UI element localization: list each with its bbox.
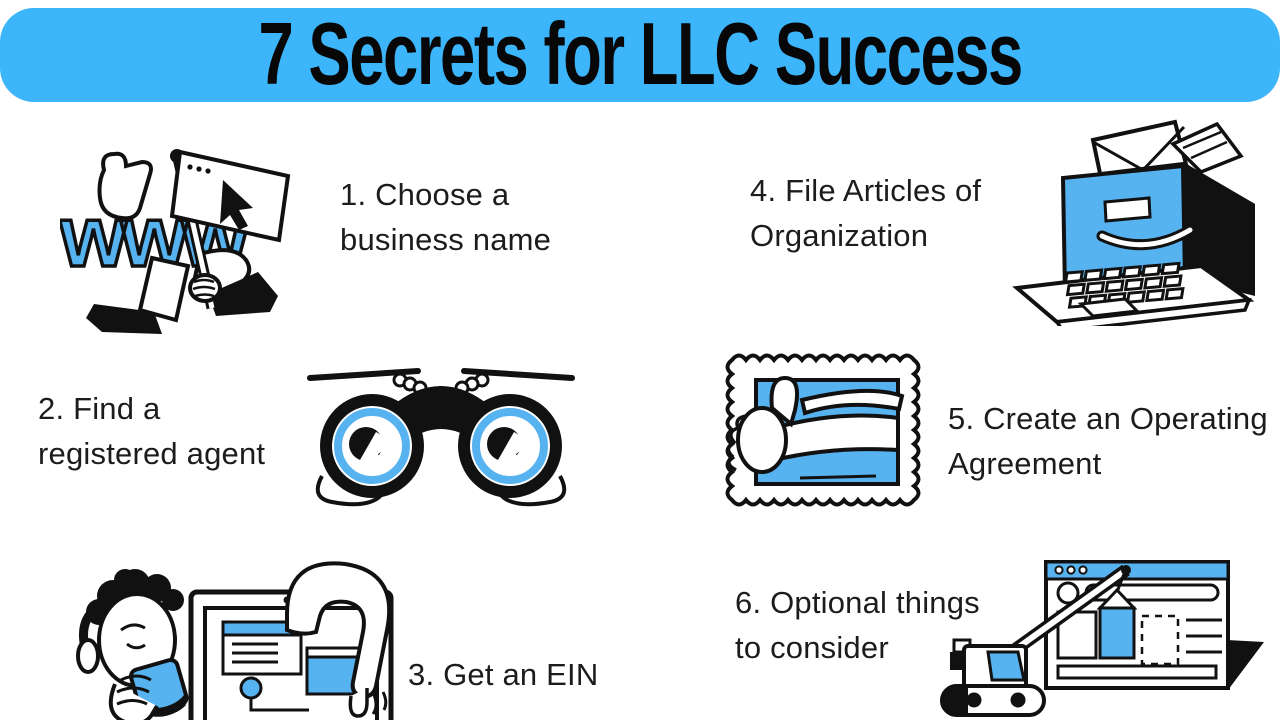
item-3-line1: 3. Get an EIN <box>408 657 599 692</box>
item-5-line1: 5. Create an Operating <box>948 401 1268 436</box>
item-6-line2: to consider <box>735 630 889 665</box>
item-1-line2: business name <box>340 222 552 257</box>
approval-stamp-illustration <box>716 344 938 516</box>
item-4-line1: 4. File Articles of <box>750 173 982 208</box>
item-3-label: 3. Get an EIN <box>408 652 598 697</box>
crane-builder-illustration <box>928 548 1276 720</box>
page-title: 7 Secrets for LLC Success <box>258 4 1023 103</box>
item-6-line1: 6. Optional things <box>735 585 980 620</box>
face-right <box>487 427 523 466</box>
binoculars-illustration <box>296 360 586 512</box>
file-box-laptop-illustration <box>1005 112 1267 326</box>
item-2-line2: registered agent <box>38 436 266 471</box>
item-5-label: 5. Create an Operating Agreement <box>948 396 1280 486</box>
item-1-label: 1. Choose a business name <box>340 172 551 262</box>
item-6-label: 6. Optional things to consider <box>735 580 980 670</box>
item-5-line2: Agreement <box>948 446 1102 481</box>
face-left <box>349 427 385 466</box>
person-computer-illustration <box>55 552 405 720</box>
item-2-label: 2. Find a registered agent <box>38 386 265 476</box>
item-1-line1: 1. Choose a <box>340 177 510 212</box>
item-4-label: 4. File Articles of Organization <box>750 168 981 258</box>
title-banner: 7 Secrets for LLC Success <box>0 8 1280 102</box>
item-2-line1: 2. Find a <box>38 391 161 426</box>
www-flag-walker-illustration: www <box>60 136 296 336</box>
item-4-line2: Organization <box>750 218 929 253</box>
